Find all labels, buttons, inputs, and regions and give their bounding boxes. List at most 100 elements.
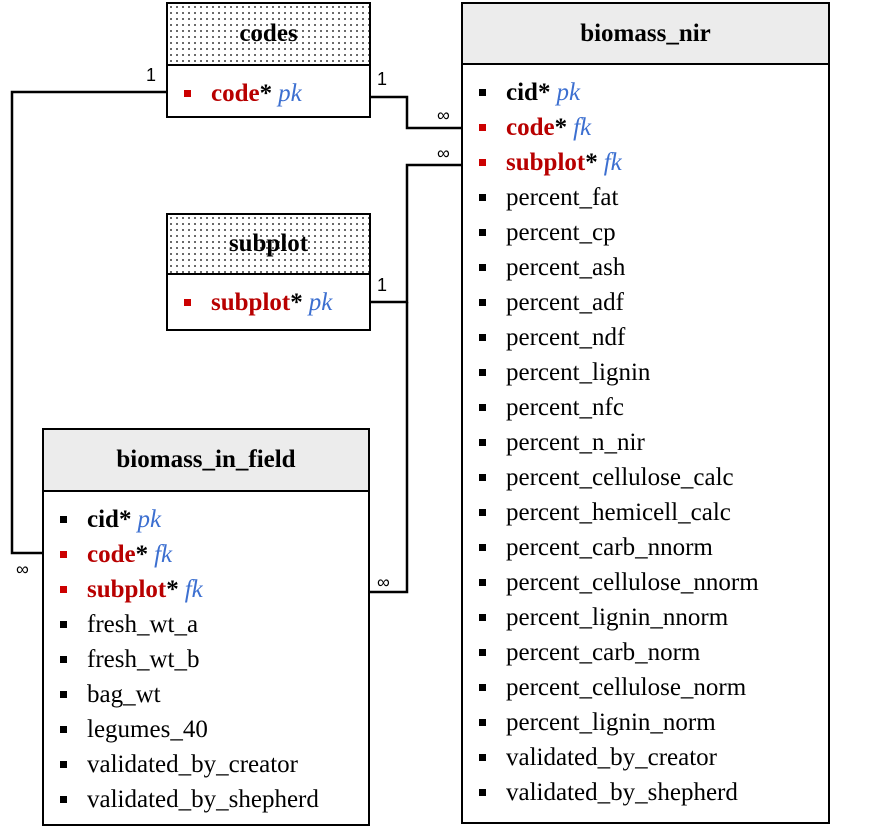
field-name: percent_cellulose_calc	[506, 463, 734, 491]
field-row[interactable]: percent_adf	[479, 285, 828, 320]
field-name: percent_cellulose_norm	[506, 673, 747, 701]
field-row[interactable]: legumes_40	[60, 712, 368, 747]
field-name: percent_hemicell_calc	[506, 498, 731, 526]
primary-key-label: pk	[278, 79, 302, 107]
field-row[interactable]: code*fk	[60, 537, 368, 572]
cardinality-nir-code: ∞	[437, 105, 450, 125]
field-row[interactable]: code*pk	[184, 76, 369, 111]
bullet-icon	[479, 369, 486, 376]
field-row[interactable]: cid*pk	[60, 502, 368, 537]
required-marker: *	[290, 288, 303, 316]
field-name: percent_fat	[506, 183, 619, 211]
cardinality-codes-right: 1	[377, 69, 388, 89]
field-row[interactable]: fresh_wt_a	[60, 607, 368, 642]
bullet-icon	[60, 761, 67, 768]
primary-key-label: pk	[308, 288, 333, 316]
bullet-icon	[479, 299, 486, 306]
bullet-icon	[184, 299, 191, 306]
cardinality-codes-left: 1	[146, 65, 157, 85]
field-name: code	[506, 113, 555, 141]
field-row[interactable]: percent_carb_norm	[479, 635, 828, 670]
field-row[interactable]: percent_cellulose_calc	[479, 460, 828, 495]
required-marker: *	[554, 113, 568, 141]
bullet-icon	[60, 621, 67, 628]
field-row[interactable]: percent_lignin	[479, 355, 828, 390]
field-row[interactable]: percent_cp	[479, 215, 828, 250]
field-row[interactable]: fresh_wt_b	[60, 642, 368, 677]
field-row[interactable]: percent_ndf	[479, 320, 828, 355]
field-name: percent_n_nir	[506, 428, 645, 456]
bullet-icon	[479, 229, 486, 236]
field-row[interactable]: validated_by_creator	[60, 747, 368, 782]
bullet-icon	[479, 544, 486, 551]
bullet-icon	[479, 719, 486, 726]
bullet-icon	[60, 691, 67, 698]
bullet-icon	[479, 684, 486, 691]
bullet-icon	[479, 194, 486, 201]
field-row[interactable]: validated_by_shepherd	[60, 782, 368, 817]
bullet-icon	[60, 551, 67, 558]
bullet-icon	[479, 124, 486, 131]
bullet-icon	[479, 649, 486, 656]
codes-to-biomass-in-field-line	[10, 90, 167, 555]
subplot-to-biomass-in-field-line	[369, 302, 409, 594]
field-row[interactable]: subplot*pk	[184, 285, 369, 320]
field-name: percent_lignin	[506, 358, 651, 386]
bullet-icon	[479, 509, 486, 516]
required-marker: *	[259, 79, 273, 107]
field-name: cid	[506, 78, 538, 106]
field-name: percent_carb_norm	[506, 638, 701, 666]
field-name: percent_nfc	[506, 393, 624, 421]
bullet-icon	[479, 789, 486, 796]
required-marker: *	[166, 575, 179, 603]
field-name: percent_lignin_nnorm	[506, 603, 729, 631]
bullet-icon	[479, 614, 486, 621]
table-title: codes	[239, 20, 298, 47]
bullet-icon	[60, 796, 67, 803]
bullet-icon	[479, 474, 486, 481]
field-row[interactable]: percent_nfc	[479, 390, 828, 425]
table-header: biomass_nir	[463, 4, 828, 65]
table-header: codes	[168, 4, 369, 66]
field-name: percent_lignin_norm	[506, 708, 716, 736]
codes-to-biomass-nir-line	[369, 95, 462, 130]
bullet-icon	[479, 404, 486, 411]
field-row[interactable]: percent_ash	[479, 250, 828, 285]
field-row[interactable]: cid*pk	[479, 75, 828, 110]
foreign-key-label: fk	[154, 540, 173, 568]
field-row[interactable]: percent_cellulose_norm	[479, 670, 828, 705]
field-row[interactable]: percent_n_nir	[479, 425, 828, 460]
field-row[interactable]: percent_carb_nnorm	[479, 530, 828, 565]
field-name: code	[87, 540, 136, 568]
field-row[interactable]: percent_cellulose_nnorm	[479, 565, 828, 600]
codes-table[interactable]: codes code*pk	[166, 2, 371, 118]
field-name: percent_cp	[506, 218, 616, 246]
field-name: percent_adf	[506, 288, 624, 316]
foreign-key-label: fk	[573, 113, 592, 141]
table-title: biomass_nir	[580, 19, 711, 47]
field-row[interactable]: percent_lignin_norm	[479, 705, 828, 740]
bullet-icon	[184, 90, 191, 97]
field-row[interactable]: subplot*fk	[479, 145, 828, 180]
field-row[interactable]: percent_hemicell_calc	[479, 495, 828, 530]
field-name: subplot	[211, 288, 291, 316]
field-name: percent_ash	[506, 253, 626, 281]
cardinality-subplot-right: 1	[377, 275, 388, 295]
cardinality-bif-subplot: ∞	[377, 572, 390, 592]
field-row[interactable]: bag_wt	[60, 677, 368, 712]
field-row[interactable]: code*fk	[479, 110, 828, 145]
field-name: bag_wt	[87, 680, 161, 708]
field-row[interactable]: percent_lignin_nnorm	[479, 600, 828, 635]
required-marker: *	[118, 505, 132, 533]
primary-key-label: pk	[556, 78, 581, 106]
bullet-icon	[479, 754, 486, 761]
field-row[interactable]: subplot*fk	[60, 572, 368, 607]
bullet-icon	[60, 726, 67, 733]
field-row[interactable]: percent_fat	[479, 180, 828, 215]
field-row[interactable]: validated_by_shepherd	[479, 775, 828, 810]
field-name: fresh_wt_b	[87, 645, 200, 673]
field-row[interactable]: validated_by_creator	[479, 740, 828, 775]
